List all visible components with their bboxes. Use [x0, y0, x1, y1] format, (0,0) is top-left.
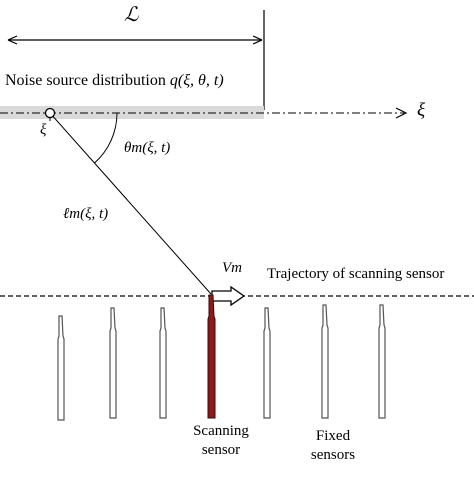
- xi-axis-arrow-icon: [395, 107, 408, 119]
- fixed-sensor: [57, 315, 65, 421]
- source-point-icon: [44, 107, 56, 119]
- fixed-sensors-label-line2: sensors: [310, 447, 356, 463]
- propagation-path-line: [49, 112, 212, 295]
- scanning-sensor-label-line2: sensor: [201, 442, 241, 458]
- angle-label: θm(ξ, t): [124, 140, 171, 156]
- fixed-sensor: [263, 307, 271, 419]
- angle-arc: [94, 112, 118, 164]
- fixed-sensor: [109, 307, 117, 419]
- length-right-arrow-icon: [252, 35, 263, 45]
- scanning-sensor-label-line1: Scanning: [193, 423, 249, 439]
- length-label: ℒ: [124, 4, 139, 26]
- velocity-label: Vm: [222, 260, 242, 276]
- noise-distribution-text: Noise source distribution: [5, 72, 166, 89]
- noise-distribution-math: q(ξ, θ, t): [169, 72, 224, 89]
- scanning-sensor: [207, 294, 216, 419]
- fixed-sensor: [321, 304, 329, 419]
- fixed-sensor: [378, 304, 386, 419]
- length-left-arrow-icon: [7, 35, 18, 45]
- source-point-label: ξ: [40, 122, 47, 138]
- fixed-sensor: [159, 307, 167, 419]
- noise-distribution-label: Noise source distribution q(ξ, θ, t): [5, 72, 224, 90]
- distance-label: ℓm(ξ, t): [63, 206, 109, 222]
- velocity-arrow-icon: [211, 285, 246, 307]
- fixed-sensors-label-line1: Fixed: [315, 428, 351, 444]
- xi-axis-label: ξ: [417, 100, 426, 121]
- trajectory-label: Trajectory of scanning sensor: [267, 266, 445, 282]
- scanning-sensor-label: Scanning sensor: [176, 422, 266, 460]
- fixed-sensors-label: Fixed sensors: [293, 427, 373, 465]
